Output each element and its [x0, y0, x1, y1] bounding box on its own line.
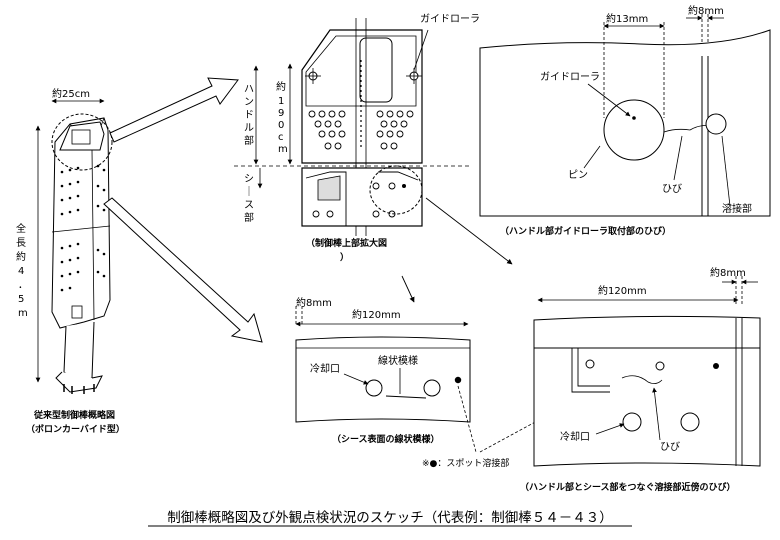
guide-dim-8: 約8mm — [688, 4, 724, 17]
upper-enlarged-view: ガイドローラ ハ ン — [234, 13, 480, 263]
joint-weld-detail: 約8mm 約120mm 冷却口 ひび （ハンドル部とシース部をつなぐ溶接部近傍の… — [520, 266, 761, 493]
detail-leaders — [401, 197, 513, 303]
svg-text:部: 部 — [244, 134, 254, 147]
svg-text:1: 1 — [278, 96, 284, 107]
guide-weld-label: 溶接部 — [722, 202, 752, 215]
guide-dim-13: 約13mm — [606, 12, 648, 25]
overview-length-label: 全 長 約 4 ． 5 m — [16, 222, 28, 319]
svg-text:長: 長 — [16, 237, 26, 249]
overview-caption-2: （ボロンカーバイド型） — [26, 423, 125, 435]
svg-text:0: 0 — [278, 120, 284, 131]
guide-pin-label: ピン — [568, 169, 588, 181]
joint-dim-120: 約120mm — [598, 284, 647, 297]
svg-text:シ: シ — [244, 174, 254, 185]
joint-caption: （ハンドル部とシース部をつなぐ溶接部近傍のひび） — [520, 481, 736, 493]
svg-text:m: m — [278, 144, 288, 155]
svg-text:c: c — [278, 132, 284, 143]
svg-text:約: 約 — [16, 250, 26, 263]
svg-text:．: ． — [18, 280, 28, 291]
upper-caption-1: （制御棒上部拡大図 — [306, 237, 387, 249]
control-rod-overview: 約25cm 全 長 約 4 ． 5 m — [16, 87, 125, 435]
sheath-dim-120: 約120mm — [352, 308, 401, 321]
overview-caption-1: 従来型制御棒概略図 — [33, 409, 115, 421]
upper-caption-2: ） — [340, 252, 349, 263]
svg-text:ル: ル — [244, 123, 254, 134]
sheath-lines-label: 線状模様 — [378, 354, 418, 367]
svg-text:ン: ン — [244, 97, 254, 108]
svg-text:m: m — [18, 308, 28, 319]
guide-roller-detail: 約13mm 約8mm ガイドローラ ピン ひび 溶接部 （ハンドル部ガイドローラ… — [479, 4, 771, 237]
sheath-dim-8: 約8mm — [296, 296, 332, 309]
guide-roller-label: ガイドローラ — [540, 71, 600, 83]
overview-width-label: 約25cm — [52, 87, 90, 100]
upper-length-label: 約 1 9 0 c m — [276, 80, 288, 155]
svg-text:5: 5 — [18, 294, 24, 305]
sheath-surface-detail: 約8mm 約120mm 冷却口 線状模様 （シース表面の線状模様） ※●：スポッ… — [295, 296, 573, 469]
svg-text:｜: ｜ — [244, 186, 254, 198]
svg-text:約: 約 — [276, 80, 286, 93]
upper-guide-roller-label: ガイドローラ — [420, 13, 480, 25]
upper-sheath-label: シ ｜ ス 部 — [244, 174, 254, 224]
sheath-caption: （シース表面の線状模様） — [332, 433, 440, 445]
svg-text:4: 4 — [18, 266, 24, 277]
sheath-cooling-label: 冷却口 — [310, 362, 340, 375]
page-title: 制御棒概略図及び外観点検状況のスケッチ（代表例：制御棒５４－４３） — [167, 509, 613, 526]
upper-handle-label: ハ ン ド ル 部 — [244, 84, 254, 147]
svg-text:ス: ス — [244, 200, 254, 211]
pointer-arrows — [103, 77, 263, 343]
svg-text:ハ: ハ — [244, 84, 254, 95]
svg-text:9: 9 — [278, 108, 284, 119]
joint-crack-label: ひび — [660, 441, 680, 453]
svg-text:部: 部 — [244, 211, 254, 224]
guide-crack-label: ひび — [662, 183, 682, 195]
joint-cooling-label: 冷却口 — [560, 430, 590, 443]
joint-dim-8: 約8mm — [710, 266, 746, 279]
svg-text:ド: ド — [244, 110, 254, 121]
svg-text:全: 全 — [16, 222, 26, 235]
sheath-note: ※●：スポット溶接部 — [422, 457, 509, 469]
guide-caption: （ハンドル部ガイドローラ取付部のひび） — [500, 225, 671, 237]
